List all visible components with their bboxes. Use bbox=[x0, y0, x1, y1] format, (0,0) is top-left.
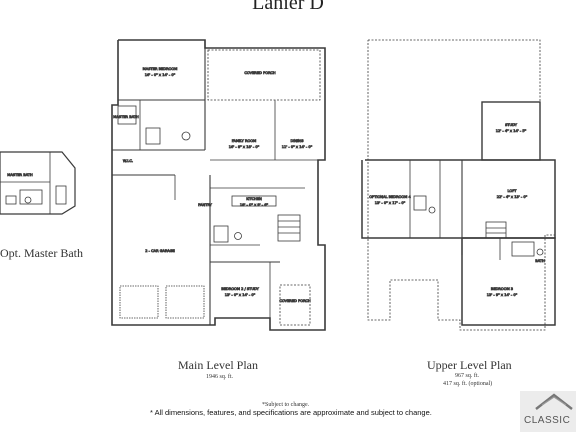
logo-text: CLASSIC bbox=[524, 415, 571, 426]
covered-porch-label: COVERED PORCH bbox=[244, 71, 276, 75]
classic-logo: CLASSIC bbox=[520, 391, 576, 432]
study-dim: 12' - 4" x 14' - 5" bbox=[496, 129, 527, 133]
loft-dim: 22' - 4" x 13' - 0" bbox=[497, 195, 528, 199]
wic-label: W.I.C. bbox=[123, 159, 133, 163]
kitchen-label: KITCHEN bbox=[246, 197, 262, 201]
alt-bath-label: MASTER BATH bbox=[7, 173, 33, 177]
master-bath-label: MASTER BATH bbox=[113, 115, 139, 119]
master-bedroom-label: MASTER BEDROOM bbox=[143, 67, 178, 71]
optional-master-bath-plan: MASTER BATH bbox=[0, 151, 76, 215]
plan-title: Lanier D bbox=[252, 0, 324, 14]
alt-plan-caption: Opt. Master Bath bbox=[0, 246, 83, 260]
upper-level-plan: STUDY 12' - 4" x 14' - 5" OPTIONAL BEDRO… bbox=[361, 39, 556, 331]
bedroom3-dim: 13' - 9" x 14' - 0" bbox=[487, 293, 518, 297]
upper-plan-sqft: 967 sq. ft. bbox=[455, 373, 479, 379]
kitchen-dim: 18' - 0" x 9' - 6" bbox=[240, 203, 269, 207]
bedroom3-label: BEDROOM 3 bbox=[491, 287, 513, 291]
family-room-label: FAMILY ROOM bbox=[232, 139, 256, 143]
upper-plan-sqft-optional: 417 sq. ft. (optional) bbox=[443, 381, 493, 387]
dining-label: DINING bbox=[290, 139, 303, 143]
house-icon bbox=[535, 393, 573, 410]
optional-bedroom-label: OPTIONAL BEDROOM 4 bbox=[369, 195, 411, 199]
garage-label: 2 - CAR GARAGE bbox=[145, 249, 175, 253]
study-label: STUDY bbox=[505, 123, 518, 127]
loft-label: LOFT bbox=[508, 189, 518, 193]
upper-plan-caption: Upper Level Plan bbox=[427, 358, 512, 372]
pantry-label: PANTRY bbox=[198, 203, 213, 207]
bedroom2-label: BEDROOM 2 / STUDY bbox=[221, 287, 259, 291]
master-bedroom-dim: 16' - 0" x 14' - 0" bbox=[145, 73, 176, 77]
main-plan-sqft: 1946 sq. ft. bbox=[206, 374, 233, 380]
bedroom2-dim: 13' - 0" x 14' - 0" bbox=[225, 293, 256, 297]
disclaimer-note: * All dimensions, features, and specific… bbox=[150, 408, 432, 417]
front-porch-label: COVERED PORCH bbox=[279, 299, 311, 303]
upper-bath-label: BATH bbox=[535, 259, 545, 263]
subject-note: *Subject to change. bbox=[262, 402, 310, 408]
family-room-dim: 16' - 8" x 18' - 0" bbox=[229, 145, 260, 149]
optional-bedroom-dim: 13' - 0" x 17' - 0" bbox=[375, 201, 406, 205]
main-level-plan: MASTER BEDROOM 16' - 0" x 14' - 0" COVER… bbox=[111, 39, 326, 331]
main-plan-caption: Main Level Plan bbox=[178, 358, 258, 372]
dining-dim: 11' - 0" x 14' - 0" bbox=[282, 145, 313, 149]
